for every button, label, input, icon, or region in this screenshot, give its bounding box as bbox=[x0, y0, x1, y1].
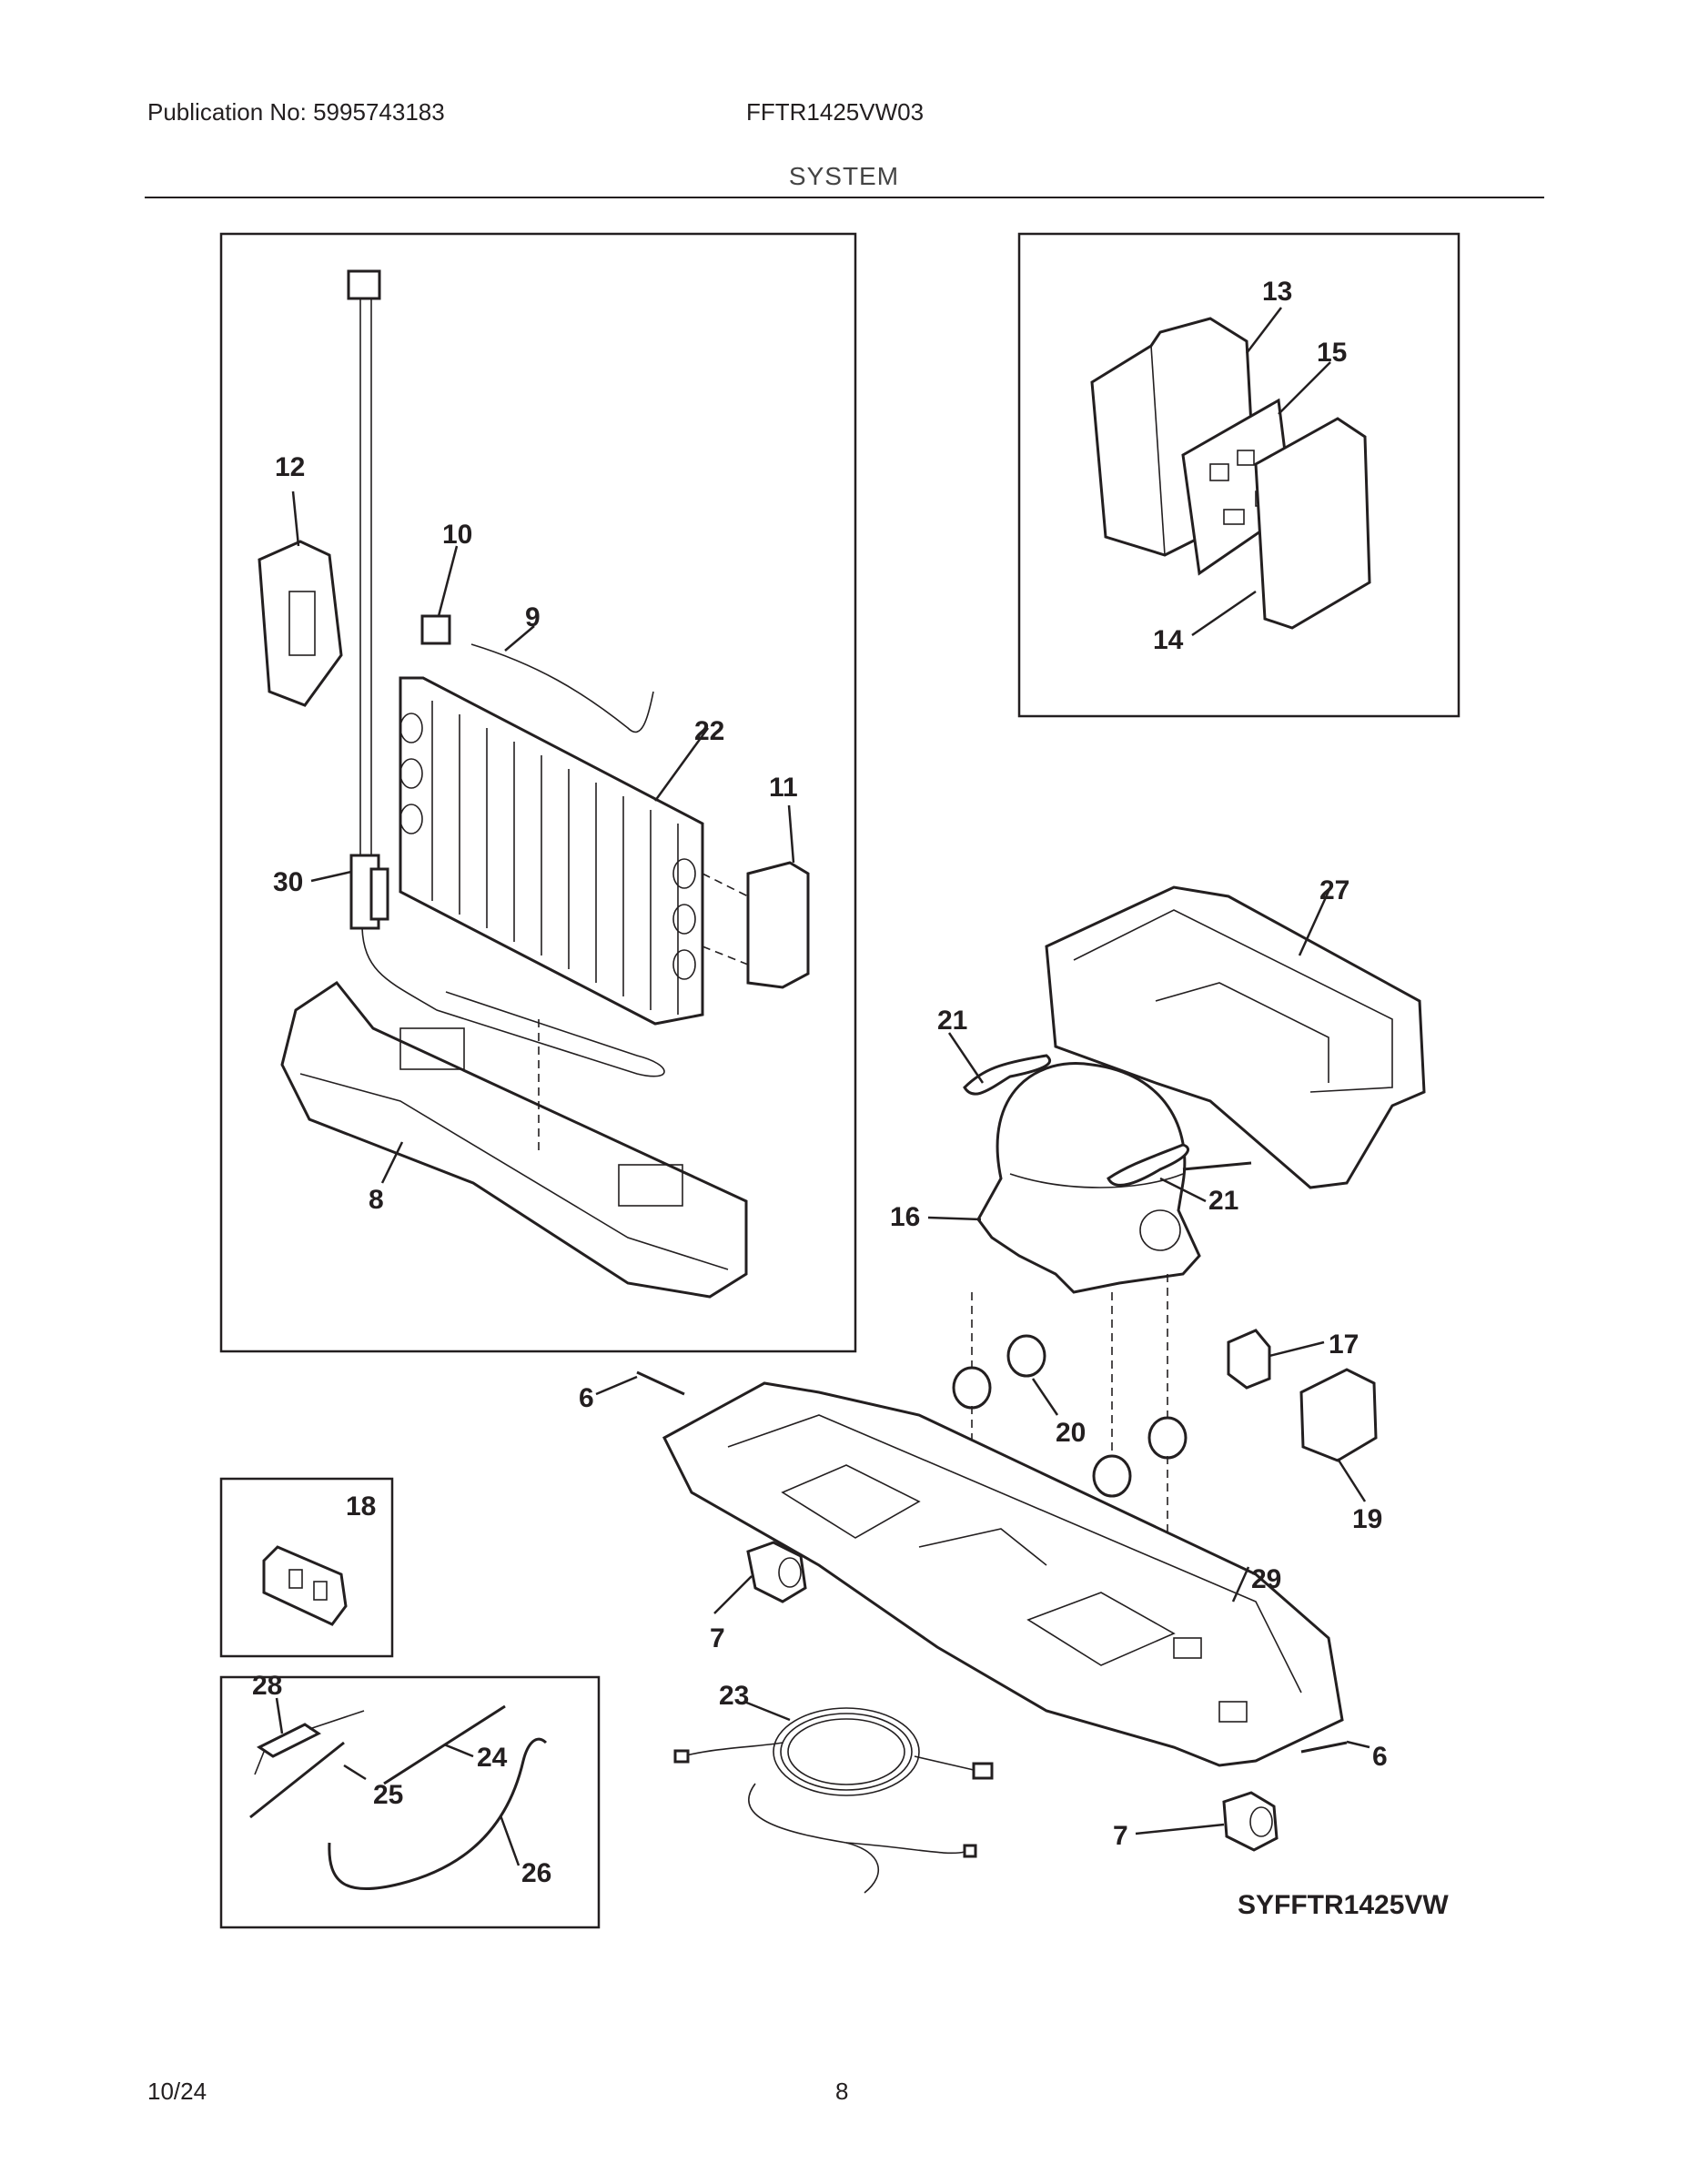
callout-17: 17 bbox=[1329, 1330, 1359, 1360]
section-title: SYSTEM bbox=[788, 162, 900, 190]
callout-9: 9 bbox=[525, 602, 541, 632]
callout-30: 30 bbox=[273, 867, 303, 897]
callout-12: 12 bbox=[275, 452, 305, 482]
part-8-drain-pan bbox=[280, 980, 748, 1299]
page-number: 8 bbox=[835, 2078, 849, 2105]
frame-part-18 bbox=[219, 1477, 394, 1658]
callout-7-right: 7 bbox=[1113, 1821, 1128, 1851]
callout-18: 18 bbox=[346, 1491, 376, 1522]
part-6-screw-left bbox=[636, 1370, 685, 1396]
wire-harness bbox=[347, 269, 381, 855]
part-21-clip-upper bbox=[963, 1054, 1052, 1096]
callout-leaders bbox=[275, 307, 1370, 1866]
callout-28: 28 bbox=[252, 1671, 282, 1701]
model-number: FFTR1425VW03 bbox=[746, 98, 925, 126]
revision-date: 10/24 bbox=[147, 2078, 207, 2105]
part-19-overload bbox=[1299, 1368, 1378, 1462]
callout-15: 15 bbox=[1317, 338, 1347, 368]
part-16-compressor bbox=[976, 1062, 1252, 1294]
part-23-wiring-harness bbox=[673, 1707, 994, 1894]
frame-evaporator bbox=[219, 232, 857, 1353]
part-22-evaporator bbox=[399, 676, 704, 1026]
callout-29: 29 bbox=[1251, 1564, 1281, 1594]
callout-23: 23 bbox=[719, 1681, 749, 1711]
callout-13: 13 bbox=[1262, 277, 1292, 307]
part-14-box-cover bbox=[1254, 417, 1371, 630]
callout-24: 24 bbox=[477, 1743, 508, 1773]
callout-22: 22 bbox=[694, 716, 724, 746]
part-11-cover bbox=[746, 861, 810, 989]
callout-26: 26 bbox=[521, 1858, 551, 1888]
part-25-tube bbox=[249, 1741, 345, 1819]
part-17-relay bbox=[1227, 1329, 1271, 1390]
callout-10: 10 bbox=[442, 520, 472, 550]
part-18-bracket bbox=[262, 1545, 348, 1626]
callout-25: 25 bbox=[373, 1780, 403, 1810]
part-30-connector bbox=[349, 854, 665, 1077]
callout-14: 14 bbox=[1153, 625, 1184, 655]
callout-20: 20 bbox=[1056, 1418, 1086, 1448]
part-21-clip-lower bbox=[1107, 1143, 1189, 1187]
part-29-base-plate bbox=[662, 1381, 1344, 1767]
part-27-compressor-tray bbox=[1045, 885, 1426, 1189]
part-28-drier bbox=[254, 1710, 365, 1775]
frame-tubing bbox=[219, 1675, 601, 1929]
diagram-code: SYFFTR1425VW bbox=[1238, 1890, 1449, 1920]
callout-8: 8 bbox=[369, 1185, 384, 1215]
part-26-tube bbox=[328, 1737, 548, 1891]
part-7-foot-left bbox=[746, 1541, 807, 1603]
callout-27: 27 bbox=[1319, 875, 1349, 905]
part-10-sensor bbox=[420, 614, 451, 645]
callout-6-right: 6 bbox=[1372, 1742, 1388, 1772]
callout-16: 16 bbox=[890, 1202, 920, 1232]
callout-21-upper: 21 bbox=[937, 1006, 967, 1036]
frame-control-box bbox=[1017, 232, 1461, 718]
callout-11: 11 bbox=[769, 773, 798, 803]
callout-7-left: 7 bbox=[710, 1623, 725, 1653]
callout-21-lower: 21 bbox=[1208, 1186, 1238, 1216]
callout-6-left: 6 bbox=[579, 1383, 594, 1413]
part-6-screw-right bbox=[1300, 1741, 1348, 1754]
callout-19: 19 bbox=[1352, 1504, 1382, 1534]
part-12-bracket bbox=[258, 540, 343, 707]
header-rule bbox=[145, 197, 1544, 198]
part-7-foot-right bbox=[1222, 1791, 1279, 1852]
part-9-wire bbox=[470, 643, 654, 733]
publication-number: Publication No: 5995743183 bbox=[147, 98, 445, 126]
